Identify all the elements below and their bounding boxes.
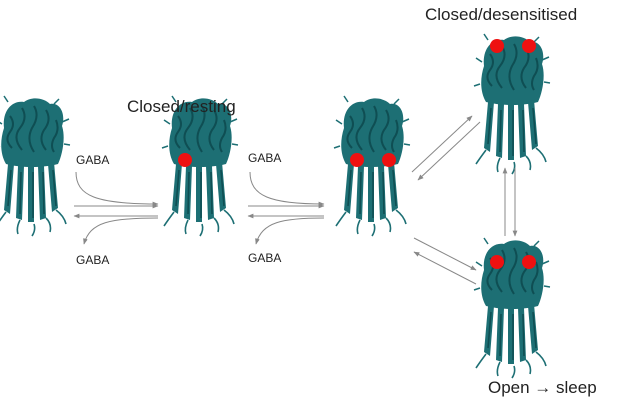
binding-arrow-2 [249,171,325,207]
gaba-ligand-markers [178,39,536,269]
ligand-dot [490,255,504,269]
arrow-to-open [413,237,477,271]
arrow-from-open [413,251,477,285]
closed-resting-label: Closed/resting [127,97,236,116]
receptor-bi-liganded [333,95,411,237]
ligand-dot [490,39,504,53]
transition-arrows [73,115,518,285]
unbinding-arrow-2 [255,217,325,245]
gaba-binding-label-1: GABA [76,153,110,167]
arrow-to-desensitised [411,115,473,173]
ligand-dot [382,153,396,167]
gaba-unbinding-label-2: GABA [248,251,282,265]
receptor-unbound [0,95,71,237]
receptor-desensitised [473,33,551,175]
arrow-from-desensitised [417,121,481,181]
ligand-dot [350,153,364,167]
closed-desensitised-label: Closed/desensitised [425,5,578,24]
ligand-dot [522,39,536,53]
gaba-binding-label-2: GABA [248,151,282,165]
ligand-dot [178,153,192,167]
open-sleep-label: Open → sleep [488,378,597,397]
receptor-open [473,237,551,379]
receptor-mono-liganded [161,95,239,237]
binding-arrow-1 [75,171,159,207]
ligand-dot [522,255,536,269]
unbinding-arrow-1 [83,217,159,245]
gaba-unbinding-label-1: GABA [76,253,110,267]
